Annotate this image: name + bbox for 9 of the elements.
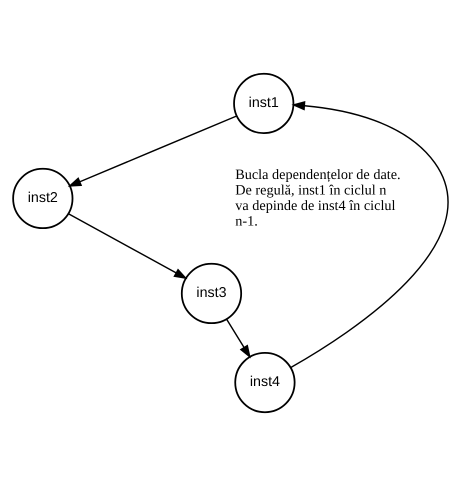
node-circle: inst3: [180, 262, 242, 324]
arrow: [226, 318, 251, 359]
node-circle: inst2: [12, 168, 74, 230]
node-circle: inst1: [233, 72, 294, 134]
arrow: [68, 213, 188, 280]
node-circle: inst4: [234, 352, 296, 414]
arrow: [290, 101, 449, 368]
label: Bucla dependențelor de date. De regulă, inst1 în ciclul n va depinde de inst4 în ciclul n-1.: [235, 166, 401, 230]
arrow: [68, 115, 237, 187]
